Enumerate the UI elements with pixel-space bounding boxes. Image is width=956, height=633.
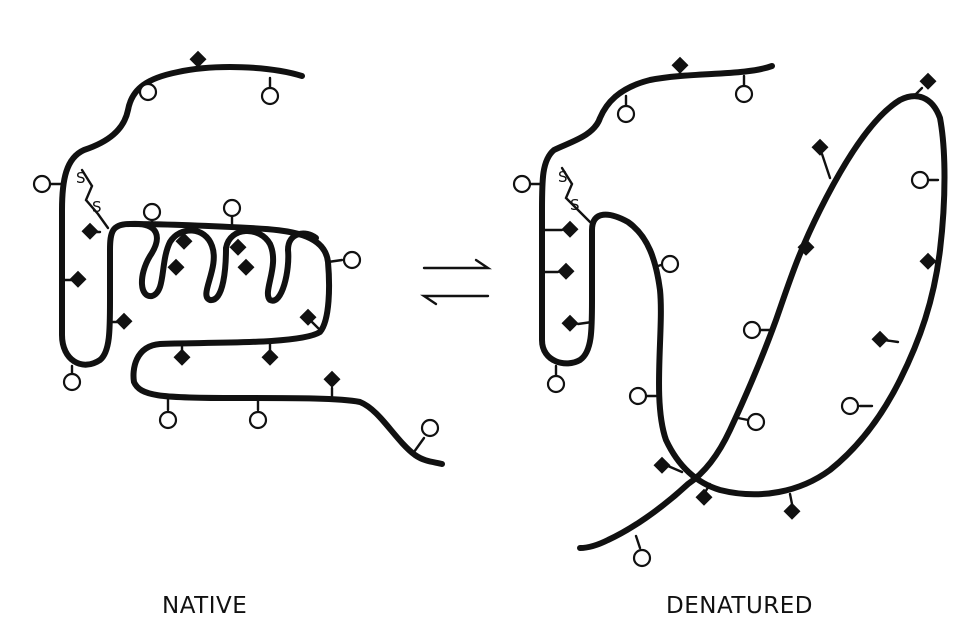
charged-residue-icon <box>653 456 671 474</box>
charged-residue-icon <box>189 50 207 68</box>
native-disulfide-s2: S <box>92 198 102 216</box>
charged-residue-icon <box>261 348 279 366</box>
polar-residue-icon <box>260 86 280 106</box>
charged-residue-icon <box>237 258 255 276</box>
polar-residue-icon <box>158 410 178 430</box>
polar-residue-icon <box>62 372 82 392</box>
polar-residue-icon <box>546 374 566 394</box>
charged-residue-icon <box>671 56 689 74</box>
charged-residue-icon <box>81 222 99 240</box>
polar-residue-icon <box>616 104 636 124</box>
polar-residue-icon <box>840 396 860 416</box>
charged-residue-icon <box>299 308 317 326</box>
polar-residue-icon <box>632 548 652 568</box>
charged-residue-icon <box>167 258 185 276</box>
polar-residue-icon <box>910 170 930 190</box>
polar-residue-icon <box>138 82 158 102</box>
charged-residue-icon <box>783 502 801 520</box>
equilibrium-arrows-icon <box>420 258 492 306</box>
polar-residue-icon <box>342 250 362 270</box>
denatured-label: DENATURED <box>666 593 814 619</box>
polar-residue-icon <box>628 386 648 406</box>
native-polar-residues <box>32 76 440 454</box>
charged-residue-icon <box>229 238 247 256</box>
polar-residue-icon <box>420 418 440 438</box>
charged-residue-icon <box>919 72 937 90</box>
charged-residue-icon <box>323 370 341 388</box>
charged-residue-icon <box>173 348 191 366</box>
charged-residue-icon <box>797 238 815 256</box>
native-protein: S S <box>32 50 445 467</box>
denatured-disulfide-s2: S <box>570 196 580 214</box>
native-charged-residues <box>60 50 341 400</box>
denatured-backbone-a <box>539 63 948 551</box>
charged-residue-icon <box>871 330 889 348</box>
native-label: NATIVE <box>162 593 248 619</box>
denatured-disulfide-s1: S <box>558 168 568 186</box>
polar-residue-icon <box>734 84 754 104</box>
charged-residue-icon <box>557 262 575 280</box>
polar-residue-icon <box>222 198 242 218</box>
denatured-polar-residues <box>512 74 940 568</box>
denatured-charged-residues <box>540 56 942 520</box>
charged-residue-icon <box>561 220 579 238</box>
polar-residue-icon <box>660 254 680 274</box>
native-helix <box>127 220 319 304</box>
polar-residue-icon <box>512 174 532 194</box>
polar-residue-icon <box>32 174 52 194</box>
denatured-protein: S S <box>512 56 948 568</box>
charged-residue-icon <box>115 312 133 330</box>
charged-residue-icon <box>811 138 829 156</box>
polar-residue-icon <box>248 410 268 430</box>
polar-residue-icon <box>742 320 762 340</box>
charged-residue-icon <box>695 488 713 506</box>
charged-residue-icon <box>561 314 579 332</box>
native-disulfide-s1: S <box>76 169 86 187</box>
native-disulfide-link <box>80 168 110 230</box>
polar-residue-icon <box>746 412 766 432</box>
charged-residue-icon <box>175 232 193 250</box>
native-backbone <box>59 64 445 467</box>
charged-residue-icon <box>919 252 937 270</box>
polar-residue-icon <box>142 202 162 222</box>
denatured-disulfide-link <box>560 166 592 224</box>
charged-residue-icon <box>69 270 87 288</box>
